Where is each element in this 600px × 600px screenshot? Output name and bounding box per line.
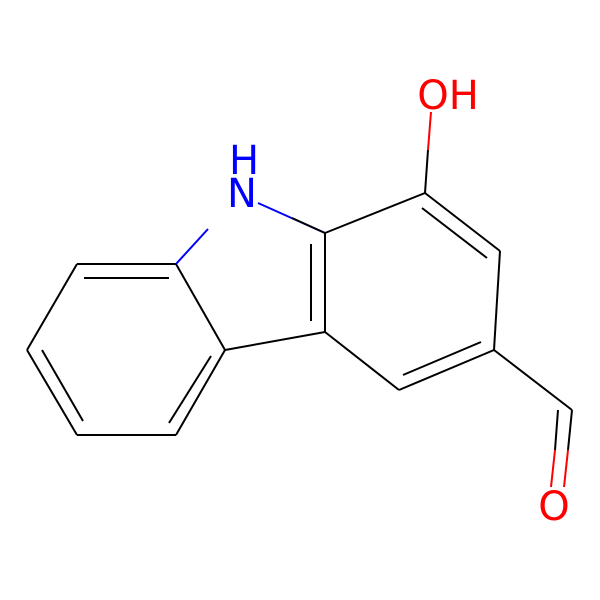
bond-c3-c4 <box>398 349 495 391</box>
bond-c5a-c6-inner <box>168 355 212 424</box>
bond-cho-o-red-a <box>563 449 569 488</box>
bond-c5a-c6 <box>175 349 226 436</box>
bond-c1-o-red <box>427 111 432 151</box>
bond-c1-o-dark <box>424 149 429 194</box>
aldehyde-oxygen-label: O <box>538 484 569 530</box>
bond-c3-cho <box>493 349 573 411</box>
bond-n-c8a-dark <box>291 217 326 234</box>
bond-c8-c9 <box>26 263 78 351</box>
bond-cho-o-dark-b <box>554 409 559 451</box>
bond-c8a-c1 <box>324 192 426 234</box>
bond-cho-o-dark-a <box>567 409 573 451</box>
bond-c2-c3 <box>493 250 501 351</box>
bond-cho-o-red-b <box>550 449 556 488</box>
bond-c4b-c5a <box>224 331 326 351</box>
atom-label-layer: H N OH O <box>227 73 570 530</box>
bond-c9a-c5a <box>175 263 226 351</box>
bond-c4-c4b <box>324 331 400 391</box>
bond-layer <box>26 111 573 488</box>
bond-c1-c2 <box>424 192 501 252</box>
hydroxyl-label: OH <box>417 73 479 119</box>
nh-nitrogen-label: N <box>227 171 257 217</box>
bond-c9a-n <box>175 228 209 265</box>
bond-c7-c8-inner <box>41 349 84 422</box>
bond-c3-c4-inner <box>402 341 482 376</box>
bond-c7-c8 <box>26 349 78 436</box>
bond-c1-c2-inner <box>421 207 488 259</box>
nh-hydrogen-label: H <box>229 138 259 184</box>
